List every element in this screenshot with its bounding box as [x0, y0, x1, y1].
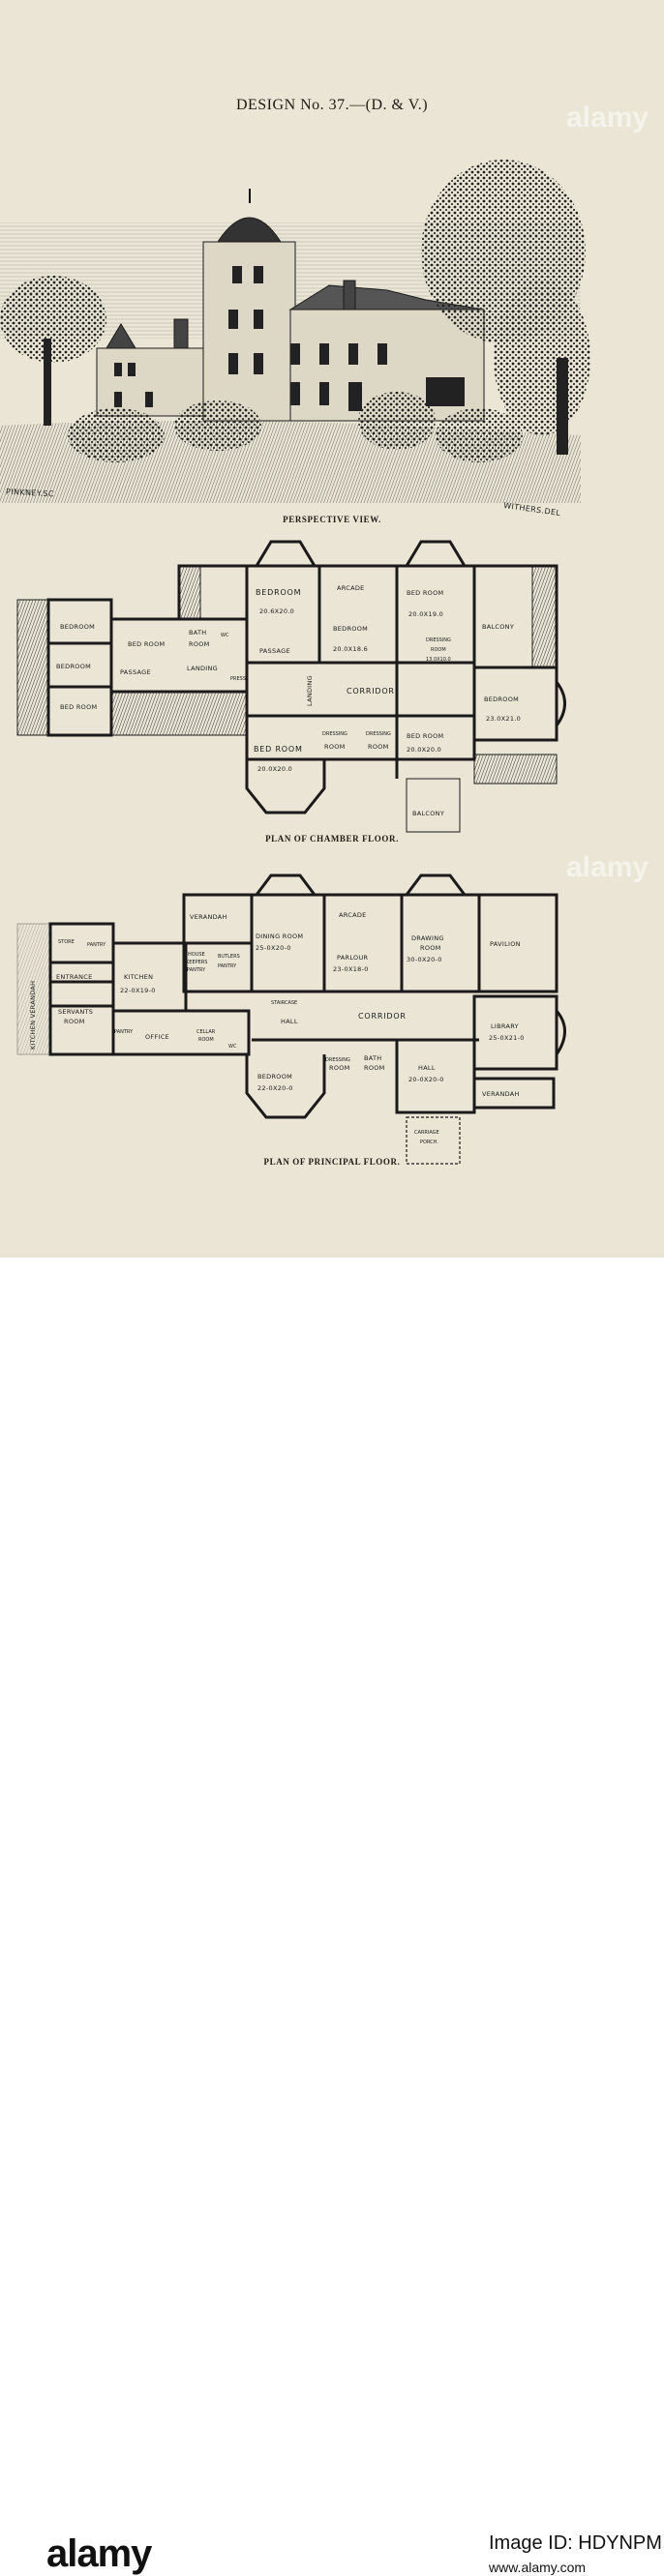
chamber-dressing-1-room: ROOM — [324, 743, 346, 751]
chamber-bedroom-mid: BEDROOM — [333, 625, 368, 633]
principal-floor-caption: PLAN OF PRINCIPAL FLOOR. — [263, 1157, 401, 1167]
book-page: DESIGN No. 37.—(D. & V.) — [0, 0, 664, 1258]
chamber-bedroom-e-size: 23.0X21.0 — [486, 715, 521, 723]
stock-footer: alamy Image ID: HDYNPM www.alamy.com — [0, 1258, 664, 2575]
watermark: alamy — [566, 102, 649, 133]
principal-carriage: CARRIAGE — [414, 1130, 439, 1136]
principal-pavilion: PAVILION — [490, 940, 521, 948]
principal-butlers: BUTLERS — [218, 954, 240, 960]
chamber-bedroom-sw-size: 20.0X20.0 — [257, 765, 292, 773]
principal-servants-room: ROOM — [64, 1018, 85, 1025]
chamber-dressing-2-room: ROOM — [368, 743, 389, 751]
principal-cellar-room: ROOM — [198, 1037, 214, 1043]
principal-library: LIBRARY — [491, 1022, 519, 1030]
chamber-balcony-e: BALCONY — [482, 623, 514, 631]
principal-bedroom-size: 22-0X20-0 — [257, 1084, 293, 1092]
chamber-balcony-s: BALCONY — [412, 810, 444, 817]
principal-parlour-size: 23-0X18-0 — [333, 965, 369, 973]
principal-bath: BATH — [364, 1054, 381, 1062]
principal-kitchen-size: 22-0X19-0 — [120, 987, 156, 994]
chamber-passage-w: PASSAGE — [120, 668, 151, 676]
principal-porch: PORCH. — [420, 1140, 438, 1145]
perspective-caption: PERSPECTIVE VIEW. — [283, 515, 381, 524]
principal-bath-room: ROOM — [364, 1064, 385, 1072]
chamber-landing: LANDING — [306, 675, 314, 706]
principal-servants: SERVANTS — [58, 1008, 93, 1016]
principal-dining-size: 25-0X20-0 — [256, 944, 291, 952]
chamber-dressing-ne: DRESSING — [426, 637, 451, 643]
principal-library-size: 25-0X21-0 — [489, 1034, 525, 1042]
principal-drawing-size: 30-0X20-0 — [407, 956, 442, 963]
principal-hall-size: 20-0X20-0 — [408, 1076, 444, 1083]
principal-corridor: CORRIDOR — [358, 1012, 407, 1021]
principal-hall: HALL — [418, 1064, 436, 1072]
principal-butlers-pantry: PANTRY — [218, 963, 237, 969]
principal-drawing: DRAWING — [411, 934, 444, 942]
principal-pantry-2: PANTRY — [114, 1029, 134, 1035]
chamber-bedroom-d: BED ROOM — [128, 640, 165, 648]
design-title: DESIGN No. 37.—(D. & V.) — [235, 97, 429, 113]
chamber-bath-room: ROOM — [189, 640, 210, 648]
alamy-logo[interactable]: alamy — [46, 2532, 152, 2575]
chamber-bedroom-s: BED ROOM — [407, 732, 443, 740]
principal-house: HOUSE — [188, 952, 205, 958]
chamber-bedroom-n: BEDROOM — [256, 588, 301, 597]
principal-kitchen: KITCHEN — [124, 973, 153, 981]
chamber-bedroom-ne: BED ROOM — [407, 589, 443, 597]
chamber-passage-n: PASSAGE — [259, 647, 290, 655]
principal-entrance: ENTRANCE — [56, 973, 93, 981]
chamber-bedroom-mid-size: 20.0X18.6 — [333, 645, 368, 653]
principal-kitchen-verandah: KITCHEN VERANDAH — [29, 981, 37, 1050]
trees-drawing — [0, 160, 590, 462]
principal-office: OFFICE — [145, 1033, 169, 1041]
chamber-bedroom-n-size: 20.6X20.0 — [259, 607, 294, 615]
chamber-wc: WC — [221, 633, 229, 638]
watermark: alamy — [566, 851, 649, 883]
principal-bedroom: BEDROOM — [257, 1073, 292, 1081]
chamber-arcade: ARCADE — [337, 584, 365, 592]
chamber-press: PRESS — [230, 676, 246, 682]
principal-dining: DINING ROOM — [256, 933, 303, 940]
chamber-landing-w: LANDING — [187, 665, 218, 672]
chamber-bedroom-c: BED ROOM — [60, 703, 97, 711]
principal-drawing-room: ROOM — [420, 944, 441, 952]
chamber-floor-caption: PLAN OF CHAMBER FLOOR. — [265, 834, 399, 844]
chamber-bath: BATH — [189, 629, 206, 637]
perspective-engraving — [0, 160, 590, 503]
principal-store: STORE — [58, 939, 75, 945]
chamber-bedroom-b: BEDROOM — [56, 663, 91, 670]
principal-floor-plan: KITCHEN VERANDAH STORE PANTRY ENTRANCE K… — [16, 873, 566, 1165]
chamber-floor-plan: BEDROOM BEDROOM BED ROOM BED ROOM PASSAG… — [16, 540, 566, 833]
principal-staircase-hall: HALL — [281, 1018, 298, 1025]
site-url[interactable]: www.alamy.com — [489, 2560, 587, 2575]
principal-cellar: CELLAR — [196, 1029, 216, 1035]
chamber-dressing-2: DRESSING — [366, 731, 391, 737]
principal-dressing-room: ROOM — [329, 1064, 350, 1072]
principal-keepers: KEEPERS — [186, 960, 207, 965]
chamber-dressing-ne-room: ROOM — [431, 647, 446, 653]
principal-arcade: ARCADE — [339, 911, 367, 919]
principal-dressing: DRESSING — [325, 1057, 350, 1063]
principal-parlour: PARLOUR — [337, 954, 369, 962]
principal-pantry: PANTRY — [87, 942, 106, 948]
chamber-corridor: CORRIDOR — [347, 687, 395, 696]
principal-verandah: VERANDAH — [190, 913, 227, 921]
image-id: Image ID: HDYNPM — [489, 2532, 662, 2554]
chamber-dressing-1: DRESSING — [322, 731, 347, 737]
chamber-dressing-ne-size: 13.0X10.0 — [426, 657, 451, 663]
chamber-bedroom-ne-size: 20.0X19.0 — [408, 610, 443, 618]
chamber-bedroom-s-size: 20.0X20.0 — [407, 746, 441, 754]
principal-staircase: STAIRCASE — [271, 1000, 297, 1006]
chamber-bedroom-sw: BED ROOM — [254, 745, 303, 754]
chamber-bedroom-e: BEDROOM — [484, 696, 519, 703]
chamber-bedroom-a: BEDROOM — [60, 623, 95, 631]
principal-pantry-3: PANTRY — [187, 967, 206, 973]
principal-verandah-e: VERANDAH — [482, 1090, 520, 1098]
principal-wc: WC — [228, 1044, 237, 1050]
